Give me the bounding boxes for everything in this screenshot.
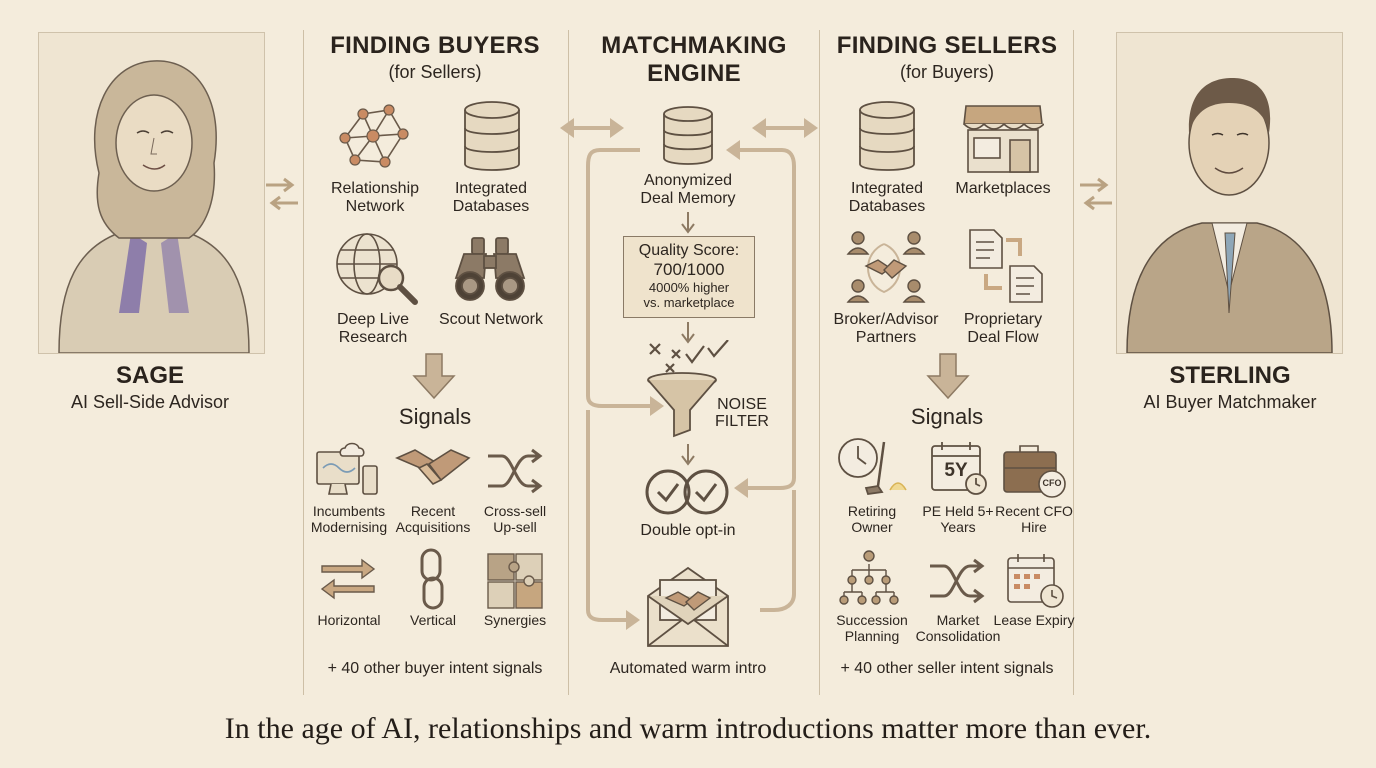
- buyers-source-label: Deep Live Research: [336, 311, 410, 346]
- sage-role: AI Sell-Side Advisor: [70, 392, 230, 412]
- quality-score-label: Quality Score:: [638, 242, 740, 259]
- storefront-icon: [963, 105, 1044, 173]
- deal-memory-label: Anonymized Deal Memory: [640, 172, 736, 207]
- noise-filter-label-2: FILTER: [715, 413, 769, 430]
- calendar-5y-badge: 5Y: [944, 460, 968, 481]
- buyers-source-label: Relationship Network: [330, 180, 420, 215]
- sterling-portrait-frame: [1116, 32, 1343, 354]
- funnel-icon: [647, 372, 717, 438]
- puzzle-icon: [487, 553, 543, 609]
- sellers-source-label: Marketplaces: [955, 180, 1051, 197]
- sellers-subtitle: (for Buyers): [899, 62, 995, 82]
- sellers-signal-label: Market Consolidation: [915, 612, 1001, 644]
- sellers-more-signals: + 40 other seller intent signals: [840, 660, 1054, 677]
- finding-buyers-panel: [303, 30, 569, 695]
- org-chart-icon: [839, 550, 899, 605]
- noise-filter-label-1: NOISE: [717, 396, 767, 413]
- sellers-source-label: Proprietary Deal Flow: [963, 311, 1043, 346]
- sterling-role: AI Buyer Matchmaker: [1143, 392, 1317, 412]
- buyers-signal-label: Synergies: [483, 612, 547, 628]
- sellers-signal-label: Lease Expiry: [993, 612, 1075, 628]
- buyers-signals-title: Signals: [398, 404, 472, 429]
- engine-title-line1: MATCHMAKING: [601, 32, 787, 59]
- sterling-portrait: [1126, 78, 1333, 354]
- sellers-source-label: Broker/Advisor Partners: [833, 311, 939, 346]
- briefcase-cfo-badge: CFO: [1042, 478, 1062, 488]
- shuffle-arrows-icon: [488, 448, 543, 494]
- engine-flow-lines: [560, 118, 818, 630]
- sellers-signals-title: Signals: [910, 404, 984, 429]
- double-check-icon: [645, 469, 729, 515]
- documents-flow-icon: [969, 229, 1043, 303]
- binoculars-icon: [454, 237, 526, 301]
- right-exchange-arrows-icon: [1080, 177, 1112, 211]
- clock-golf-icon: [838, 438, 907, 495]
- buyers-more-signals: + 40 other buyer intent signals: [327, 660, 543, 677]
- globe-magnifier-icon: [336, 233, 418, 305]
- sterling-name: STERLING: [1169, 362, 1291, 389]
- briefcase-cfo-icon: CFO: [1002, 444, 1068, 498]
- buyers-subtitle: (for Sellers): [388, 62, 482, 82]
- buyers-source-label: Integrated Databases: [452, 180, 530, 215]
- engine-title-line2: ENGINE: [647, 60, 741, 87]
- buyers-source-label: Scout Network: [438, 311, 544, 328]
- flow-down-arrow-1: [681, 212, 695, 234]
- network-icon: [339, 104, 409, 168]
- left-exchange-arrows-icon: [266, 177, 298, 211]
- chain-link-icon: [420, 548, 444, 610]
- shuffle-arrows-icon: [930, 558, 985, 604]
- flow-down-arrow-3: [681, 444, 695, 466]
- buyers-signal-label: Incumbents Modernising: [310, 503, 388, 535]
- handshake-icon: [395, 449, 471, 485]
- horizontal-arrows-icon: [320, 558, 376, 600]
- tagline: In the age of AI, relationships and warm…: [224, 712, 1152, 745]
- database-icon: [464, 101, 520, 171]
- sellers-signal-label: Retiring Owner: [847, 503, 897, 535]
- calendar-clock-icon: [1007, 554, 1064, 608]
- sage-name: SAGE: [115, 362, 184, 389]
- noise-marks-icon: [649, 340, 729, 373]
- people-handshake-icon: [846, 231, 926, 303]
- quality-score-box: Quality Score: 700/1000 4000% higher vs.…: [623, 236, 755, 318]
- sage-portrait-frame: [38, 32, 265, 354]
- sellers-signal-label: Succession Planning: [836, 612, 908, 644]
- finding-sellers-panel: [821, 30, 1074, 695]
- quality-score-comparison: vs. marketplace: [643, 295, 735, 310]
- deal-memory-database-icon: [663, 106, 713, 165]
- down-arrow-icon: [926, 353, 970, 400]
- sellers-title: FINDING SELLERS: [836, 32, 1058, 59]
- down-arrow-icon: [412, 353, 456, 400]
- sellers-signal-label: Recent CFO Hire: [995, 503, 1073, 535]
- warm-intro-envelope-icon: [647, 566, 729, 647]
- buyers-signal-label: Horizontal: [317, 612, 381, 628]
- quality-score-value: 700/1000: [653, 260, 725, 279]
- database-icon: [859, 101, 915, 171]
- sellers-source-label: Integrated Databases: [848, 180, 926, 215]
- quality-score-uplift: 4000% higher: [648, 280, 730, 295]
- flow-down-arrow-2: [681, 322, 695, 344]
- buyers-signal-label: Recent Acquisitions: [395, 503, 471, 535]
- calendar-5y-icon: 5Y: [930, 440, 988, 496]
- buyers-title: FINDING BUYERS: [330, 32, 540, 59]
- sage-portrait: [58, 60, 250, 354]
- buyers-signal-label: Cross-sell Up-sell: [483, 503, 547, 535]
- double-optin-label: Double opt-in: [640, 522, 736, 539]
- warm-intro-label: Automated warm intro: [609, 660, 767, 677]
- computer-cloud-icon: [316, 442, 378, 495]
- sellers-signal-label: PE Held 5+ Years: [922, 503, 994, 535]
- buyers-signal-label: Vertical: [410, 612, 456, 628]
- matchmaking-panel: [569, 30, 820, 695]
